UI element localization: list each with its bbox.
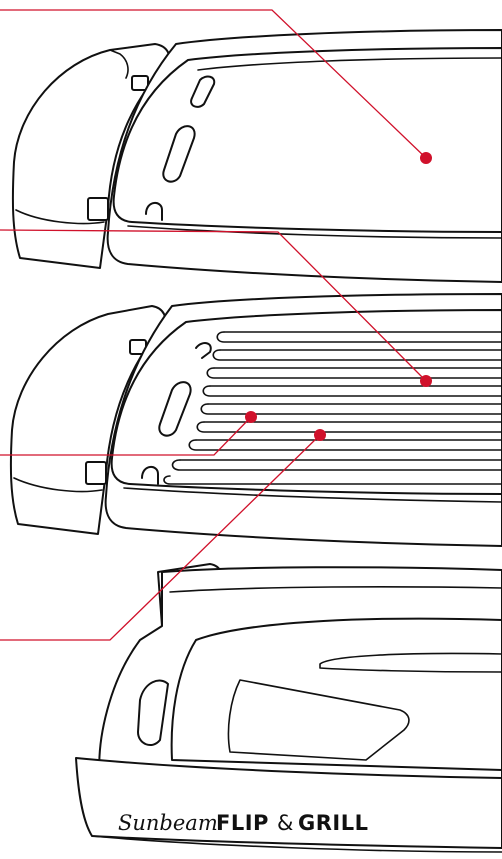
flat-housing-lip <box>127 225 502 239</box>
base-right-panel <box>319 652 502 673</box>
base-inner-recess <box>170 617 502 771</box>
grill-housing-lip <box>123 487 502 503</box>
grill-plate-slot-bottom <box>141 466 159 485</box>
grill-unit-hinge-seam <box>13 477 103 493</box>
grill-plate <box>110 309 502 495</box>
base-left-panel <box>227 679 410 761</box>
callout-dot-grill-plate <box>420 375 432 387</box>
flat-plate <box>112 47 502 233</box>
callout-dot-drip-channel <box>314 429 326 441</box>
grill-rib <box>188 439 502 451</box>
grill-rib <box>216 331 502 343</box>
callout-line-drip-channel <box>0 434 321 641</box>
grill-ribs <box>163 331 502 485</box>
callout-dot-flat-plate <box>420 152 432 164</box>
grill-rib <box>171 459 502 471</box>
brand-logo-script: Sunbeam <box>118 811 218 835</box>
grill-plate-slot-middle <box>158 381 192 437</box>
flat-plate-slot-bottom <box>145 202 163 221</box>
base-front-fascia <box>75 757 502 849</box>
flat-plate-unit <box>11 29 502 283</box>
callout-line-flat-plate <box>0 9 427 159</box>
grill-plate-unit <box>9 293 502 547</box>
grill-rib <box>206 367 502 379</box>
grill-unit-hinge-pin-bottom <box>85 461 107 485</box>
grill-rib <box>212 349 502 361</box>
callout-line-grill-plate <box>0 229 427 382</box>
callout-line-grill-rib <box>0 416 252 456</box>
callouts <box>0 9 432 641</box>
grill-rib <box>163 475 502 485</box>
grill-plate-slot-top <box>195 342 212 359</box>
base-fascia-bottom-edge <box>91 835 502 853</box>
brand-product-word-1: FLIP <box>216 811 269 835</box>
flat-unit-hinge-seam <box>15 209 105 225</box>
grill-rib <box>202 385 502 397</box>
flat-plate-slot-middle <box>162 125 196 183</box>
flat-unit-hinge-pin-top <box>131 75 149 91</box>
flat-plate-slot-top <box>190 75 216 108</box>
base-unit: Sunbeam FLIP & GRILL <box>75 563 502 853</box>
flat-unit-hinge-pin-bottom <box>87 197 109 221</box>
flat-unit-hinge-edge <box>109 49 129 79</box>
base-top-edge <box>169 586 502 593</box>
grill-rib <box>200 403 502 415</box>
base-side-handle <box>137 679 169 747</box>
grill-rib <box>196 421 502 433</box>
callout-dot-grill-rib <box>245 411 257 423</box>
brand-product-ampersand: & <box>277 811 293 835</box>
brand-product-word-2: GRILL <box>298 811 368 835</box>
flat-plate-rim <box>197 57 502 71</box>
